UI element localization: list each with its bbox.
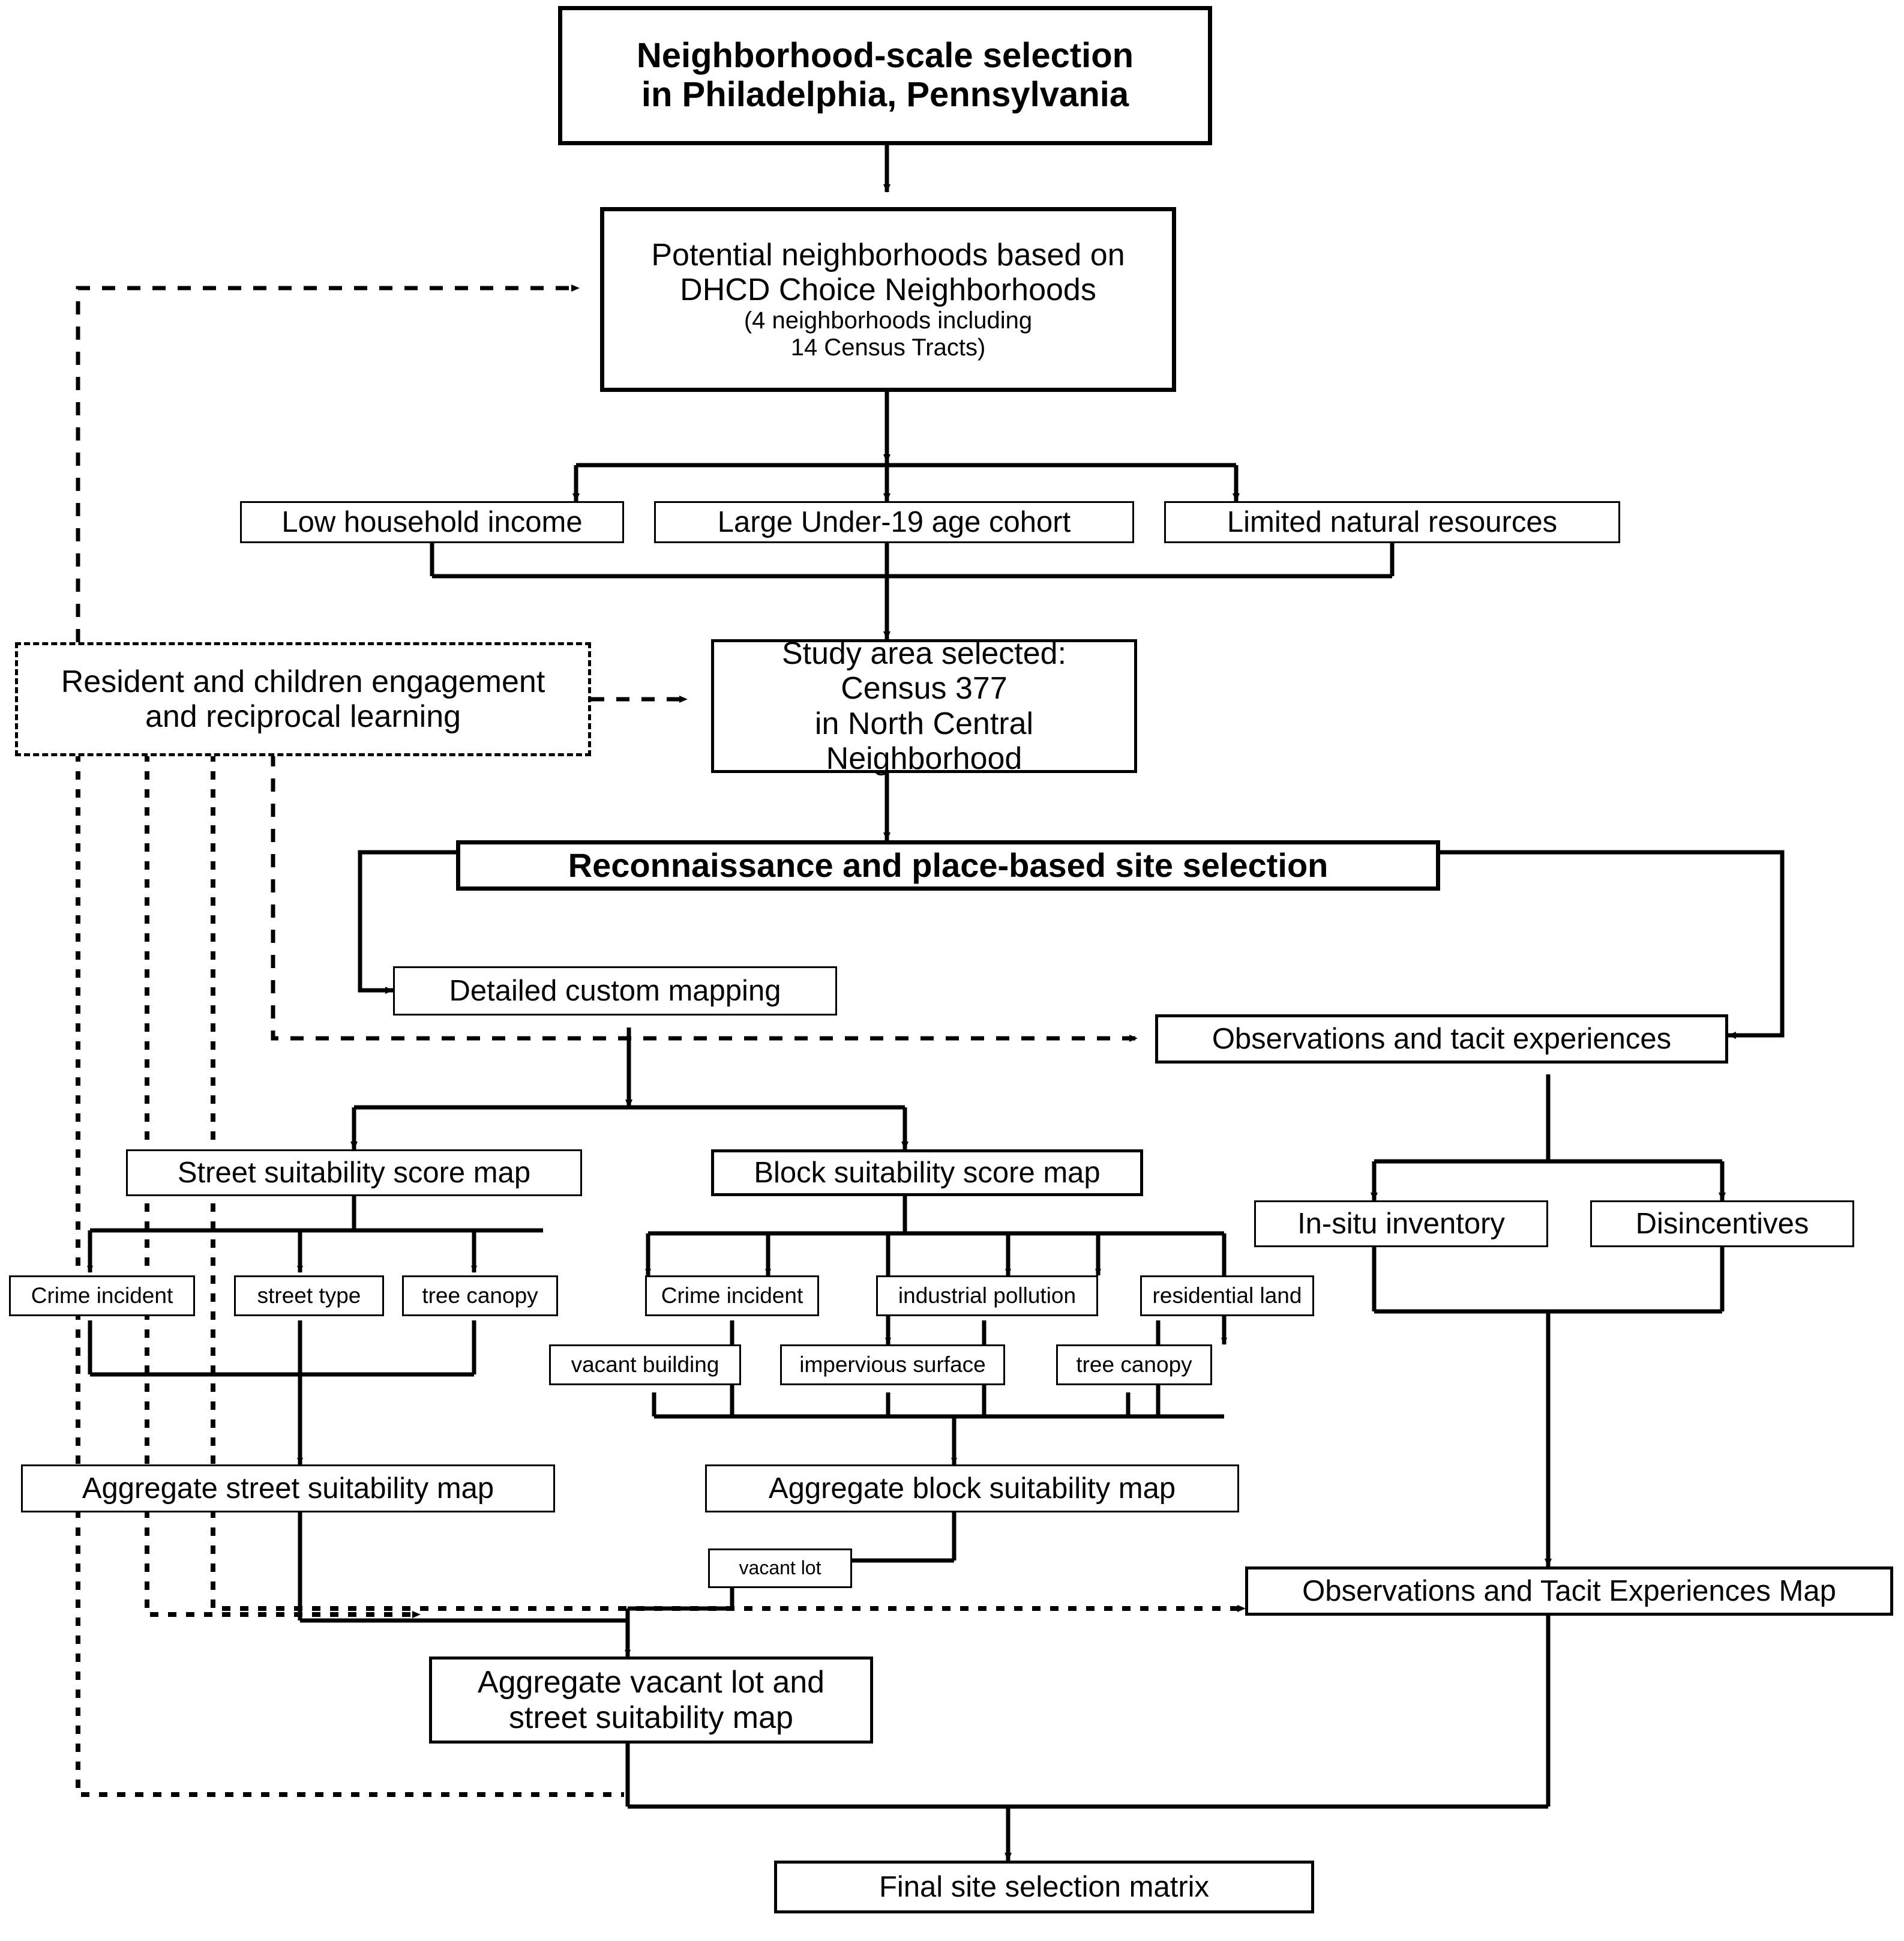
node-aggregate-street-suitability-map: Aggregate street suitability map <box>21 1464 555 1512</box>
node-large-under19-cohort: Large Under-19 age cohort <box>654 501 1134 543</box>
node-street-tree-canopy: tree canopy <box>402 1275 558 1316</box>
node-aggregate-block-suitability-map: Aggregate block suitability map <box>705 1464 1239 1512</box>
node-resident-engagement: Resident and children engagement and rec… <box>15 642 591 756</box>
node-low-household-income: Low household income <box>240 501 624 543</box>
node-block-tree-canopy: tree canopy <box>1056 1344 1212 1385</box>
node-insitu-inventory: In-situ inventory <box>1254 1200 1548 1247</box>
node-vacant-lot: vacant lot <box>708 1548 852 1588</box>
node-block-impervious-surface: impervious surface <box>780 1344 1005 1385</box>
node-disincentives: Disincentives <box>1590 1200 1854 1247</box>
potential-sub-text: (4 neighborhoods including 14 Census Tra… <box>743 307 1033 361</box>
node-block-suitability-score-map: Block suitability score map <box>711 1149 1143 1196</box>
node-study-area-selected: Study area selected: Census 377 in North… <box>711 636 1137 776</box>
node-limited-natural-resources: Limited natural resources <box>1164 501 1620 543</box>
node-block-industrial-pollution: industrial pollution <box>876 1275 1098 1316</box>
node-potential-neighborhoods: Potential neighborhoods based on DHCD Ch… <box>600 207 1176 392</box>
potential-main-text: Potential neighborhoods based on DHCD Ch… <box>651 237 1125 308</box>
node-street-suitability-score-map: Street suitability score map <box>126 1149 582 1196</box>
node-detailed-custom-mapping: Detailed custom mapping <box>393 966 837 1016</box>
node-aggregate-vacant-lot-street-map: Aggregate vacant lot and street suitabil… <box>429 1657 873 1744</box>
node-block-crime-incident: Crime incident <box>645 1275 819 1316</box>
node-final-site-selection-matrix: Final site selection matrix <box>774 1861 1314 1913</box>
node-street-crime-incident: Crime incident <box>9 1275 195 1316</box>
node-reconnaissance: Reconnaissance and place-based site sele… <box>456 840 1440 891</box>
node-observations-tacit-experiences-map: Observations and Tacit Experiences Map <box>1245 1566 1893 1616</box>
node-observations-tacit-experiences: Observations and tacit experiences <box>1155 1014 1728 1064</box>
node-block-vacant-building: vacant building <box>549 1344 741 1385</box>
node-title: Neighborhood-scale selection in Philadel… <box>558 6 1212 145</box>
node-street-type: street type <box>234 1275 384 1316</box>
node-block-residential-land: residential land <box>1140 1275 1314 1316</box>
